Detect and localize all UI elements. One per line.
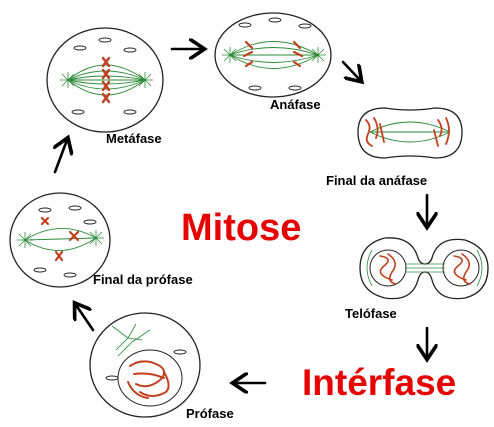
- cell-final-anafase: [357, 107, 463, 159]
- cell-final-profase: [9, 192, 111, 288]
- arrow-profase-to-final-profase: [76, 305, 95, 332]
- chromosomes: [40, 216, 80, 262]
- arrow-anafase-to-final-anafase: [341, 60, 360, 80]
- label-final-profase: Final da prófase: [93, 272, 193, 287]
- cycle-arrows: [55, 49, 427, 383]
- label-metafase: Metáfase: [106, 131, 162, 146]
- cell-telofase: [359, 237, 489, 300]
- label-final-anafase: Final da anáfase: [326, 173, 428, 188]
- arrow-final-profase-to-metafase: [55, 140, 67, 174]
- center-title-mitose: Mitose: [181, 207, 302, 249]
- chromosomes: [127, 360, 170, 399]
- interphase-title: Intérfase: [302, 362, 457, 403]
- cell-profase: [89, 312, 201, 418]
- spindle: [366, 249, 483, 287]
- chromosomes: [242, 40, 304, 68]
- cell-anafase: [214, 12, 332, 98]
- label-anafase: Anáfase: [270, 97, 321, 112]
- spindle: [111, 323, 151, 357]
- label-telofase: Telófase: [345, 306, 397, 321]
- chromosomes: [379, 253, 471, 285]
- spindle: [24, 228, 97, 251]
- spindle: [67, 64, 146, 96]
- cell-metafase: [46, 27, 164, 133]
- chromosomes: [101, 56, 111, 104]
- label-profase: Prófase: [186, 406, 234, 421]
- chromosomes: [365, 117, 450, 147]
